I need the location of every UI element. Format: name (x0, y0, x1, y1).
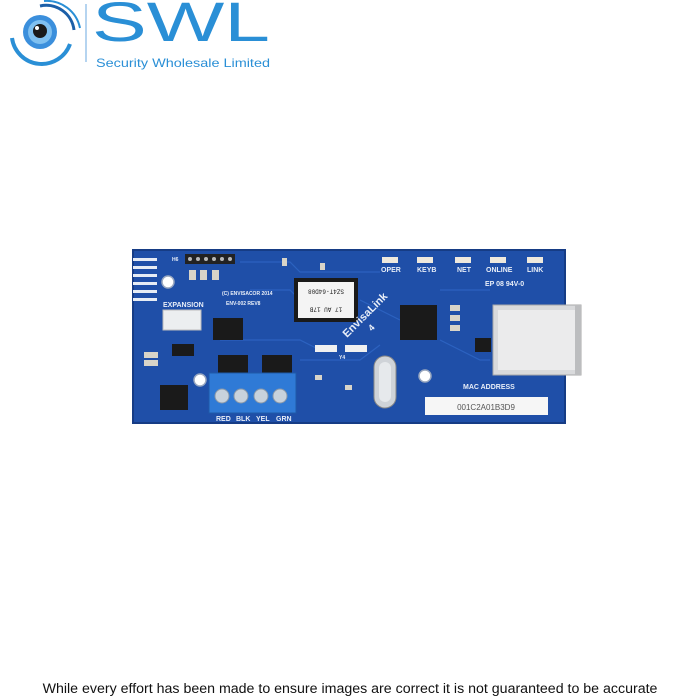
logo-brand: SWL (92, 0, 270, 53)
terminal-label-yel: YEL (256, 416, 270, 423)
eye-icon (10, 0, 81, 66)
smd-components (144, 258, 460, 390)
crystal-label: Y4 (339, 355, 345, 361)
terminal-label-red: RED (216, 416, 231, 423)
product-number: 4 (366, 322, 377, 333)
small-ics (160, 305, 491, 410)
mac-address-value: 001C2A01B3D9 (457, 403, 515, 412)
traces (220, 261, 490, 361)
mac-address-label: MAC ADDRESS (463, 384, 515, 391)
image-disclaimer: While every effort has been made to ensu… (42, 681, 658, 697)
led-label-net: NET (457, 267, 472, 274)
antenna (133, 258, 157, 301)
swl-logo: SWL Security Wholesale Limited (10, 0, 270, 70)
crystal (373, 355, 397, 409)
terminal-label-blk: BLK (236, 416, 250, 423)
mac-sticker (425, 397, 548, 415)
chip-line1: SZ4T-64D08 (308, 288, 344, 295)
mounting-holes (161, 275, 432, 387)
envisalink-board: H6 (C) ENVISACOR 2014 ENV-002 REV8 EXPAN… (132, 249, 582, 424)
copyright-line2: ENV-002 REV8 (226, 301, 261, 307)
status-leds (382, 257, 543, 263)
header-label: H6 (172, 257, 179, 263)
logo-tagline: Security Wholesale Limited (96, 56, 270, 70)
terminal-block (208, 372, 297, 414)
expansion-connector (162, 309, 202, 331)
terminal-label-grn: GRN (276, 416, 292, 423)
copyright-line1: (C) ENVISACOR 2014 (222, 291, 273, 297)
fr-rating: EP 08 94V-0 (485, 281, 524, 288)
expansion-label: EXPANSION (163, 302, 204, 309)
pin-header (185, 254, 235, 264)
main-chip: SZ4T-64D08 17 AU 17B (294, 278, 358, 322)
led-label-keyb: KEYB (417, 267, 436, 274)
ethernet-jack (492, 304, 582, 376)
led-label-online: ONLINE (486, 267, 513, 274)
led-label-link: LINK (527, 267, 543, 274)
chip-line2: 17 AU 17B (309, 306, 342, 313)
led-label-oper: OPER (381, 267, 401, 274)
